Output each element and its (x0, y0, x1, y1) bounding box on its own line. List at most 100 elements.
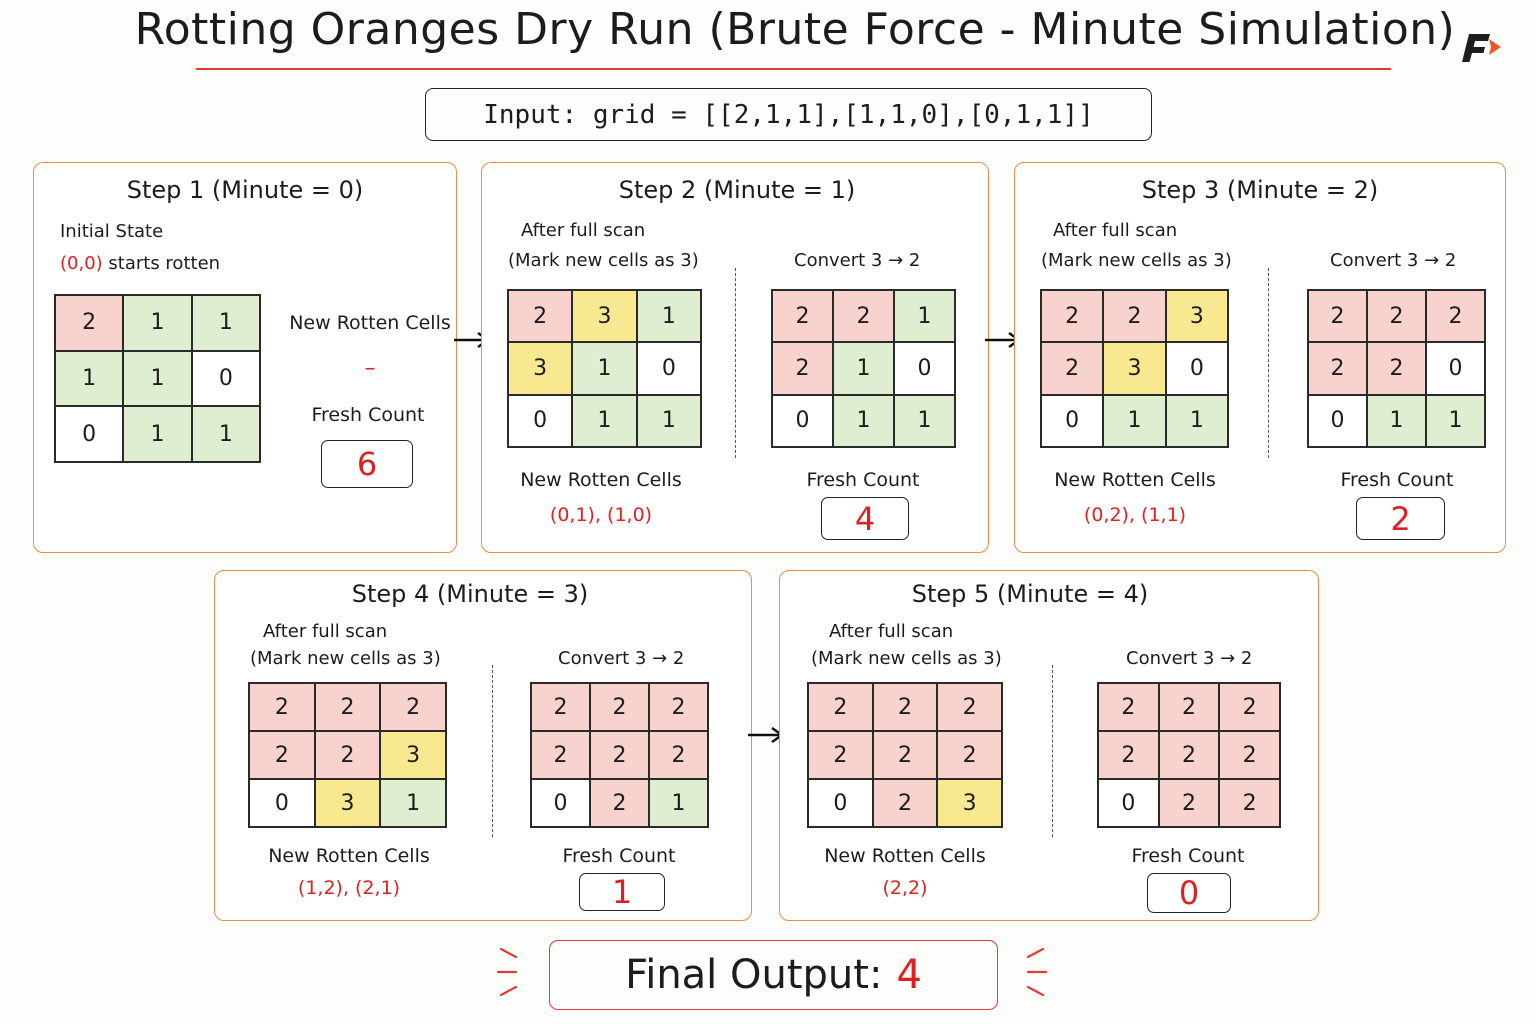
grid-cell: 3 (1165, 290, 1228, 343)
grid-cell: 2 (937, 731, 1002, 779)
step5-divider (1052, 665, 1053, 837)
grid-cell: 0 (1426, 342, 1485, 395)
brand-logo-icon (1462, 34, 1501, 62)
step3-mark-note: (Mark new cells as 3) (1041, 250, 1232, 271)
grid-cell: 3 (572, 290, 637, 343)
grid-cell: 1 (894, 394, 955, 447)
step5-fresh-count-label: Fresh Count (1131, 845, 1245, 867)
step3-new-rotten-label: New Rotten Cells (1054, 469, 1216, 491)
grid-cell: 2 (1426, 290, 1485, 343)
grid-cell: 2 (531, 731, 590, 779)
grid-cell: 2 (937, 683, 1002, 731)
grid-cell: 0 (1041, 394, 1104, 447)
grid-cell: 2 (772, 342, 833, 395)
grid-cell: 2 (1158, 683, 1220, 731)
step5-fresh-count: 0 (1147, 873, 1231, 913)
final-output-label: Final Output: (625, 952, 883, 998)
step3-after-scan: After full scan (1053, 220, 1178, 241)
final-output-value: 4 (896, 952, 922, 998)
grid-cell: 2 (808, 731, 873, 779)
grid-cell: 3 (937, 779, 1002, 827)
grid-cell: 1 (123, 406, 192, 462)
grid-cell: 2 (314, 683, 381, 731)
step3-fresh-count: 2 (1356, 497, 1445, 540)
grid-cell: 2 (772, 290, 833, 343)
grid-cell: 1 (1103, 394, 1166, 447)
grid-cell: 2 (872, 731, 938, 779)
grid-cell: 2 (1098, 731, 1159, 779)
step4-fresh-count-label: Fresh Count (562, 845, 676, 867)
grid-cell: 1 (572, 342, 637, 395)
grid-cell: 2 (55, 295, 124, 351)
step5-convert-label: Convert 3 → 2 (1126, 648, 1253, 669)
step2-title: Step 2 (Minute = 1) (618, 176, 856, 204)
grid-cell: 2 (531, 683, 590, 731)
step1-fresh-count: 6 (321, 440, 413, 488)
grid-cell: 2 (1219, 731, 1280, 779)
step1-title: Step 1 (Minute = 0) (126, 176, 364, 204)
grid-cell: 1 (123, 350, 192, 407)
step3-fresh-count-label: Fresh Count (1340, 469, 1454, 491)
grid-cell: 3 (1103, 342, 1166, 395)
grid-cell: 2 (833, 290, 894, 343)
grid-cell: 0 (249, 779, 315, 827)
grid-cell: 0 (531, 779, 590, 827)
step4-mark-note: (Mark new cells as 3) (250, 648, 441, 669)
step4-new-rotten-label: New Rotten Cells (268, 845, 430, 867)
grid-cell: 0 (894, 342, 955, 395)
grid-cell: 1 (1426, 394, 1485, 447)
step1-new-rotten-cells: – (364, 356, 376, 381)
step1-start-note: (0,0) starts rotten (60, 253, 220, 274)
grid-cell: 1 (572, 394, 637, 447)
grid-cell: 1 (191, 406, 260, 462)
grid-cell: 3 (314, 779, 381, 827)
grid-cell: 2 (1308, 342, 1367, 395)
page-title: Rotting Oranges Dry Run (Brute Force - M… (134, 4, 1456, 55)
step5-title: Step 5 (Minute = 4) (911, 580, 1149, 608)
grid-cell: 2 (590, 683, 649, 731)
grid-cell: 3 (508, 342, 573, 395)
step4-title: Step 4 (Minute = 3) (351, 580, 589, 608)
step5-new-rotten-cells: (2,2) (882, 877, 928, 899)
grid-cell: 2 (872, 683, 938, 731)
emphasis-burst-left-icon (496, 947, 518, 997)
grid-cell: 0 (55, 406, 124, 462)
step5-mark-note: (Mark new cells as 3) (811, 648, 1002, 669)
step4-new-rotten-cells: (1,2), (2,1) (297, 877, 401, 899)
step4-divider (492, 665, 493, 837)
step3-divider (1268, 268, 1269, 458)
grid-cell: 2 (1219, 779, 1280, 827)
grid-cell: 0 (508, 394, 573, 447)
grid-cell: 1 (380, 779, 446, 827)
emphasis-burst-right-icon (1026, 947, 1048, 997)
step1-new-rotten-label: New Rotten Cells (289, 312, 451, 334)
grid-cell: 1 (636, 394, 701, 447)
step3-new-rotten-cells: (0,2), (1,1) (1083, 504, 1187, 526)
step2-mark-note: (Mark new cells as 3) (508, 250, 699, 271)
grid-cell: 1 (123, 295, 192, 351)
grid-cell: 2 (1219, 683, 1280, 731)
grid-cell: 2 (1308, 290, 1367, 343)
step1-fresh-count-label: Fresh Count (311, 404, 425, 426)
step2-fresh-count: 4 (821, 497, 909, 540)
grid-cell: 2 (314, 731, 381, 779)
step2-after-scan: After full scan (521, 220, 646, 241)
start-cell: (0,0) (60, 253, 103, 274)
step2-new-rotten-label: New Rotten Cells (520, 469, 682, 491)
grid-cell: 2 (1041, 342, 1104, 395)
title-underline (196, 68, 1391, 70)
grid-cell: 2 (1367, 342, 1426, 395)
grid-cell: 2 (590, 779, 649, 827)
grid-cell: 2 (872, 779, 938, 827)
grid-cell: 1 (191, 295, 260, 351)
grid-cell: 0 (1098, 779, 1159, 827)
grid-cell: 2 (1158, 779, 1220, 827)
grid-cell: 1 (55, 350, 124, 407)
